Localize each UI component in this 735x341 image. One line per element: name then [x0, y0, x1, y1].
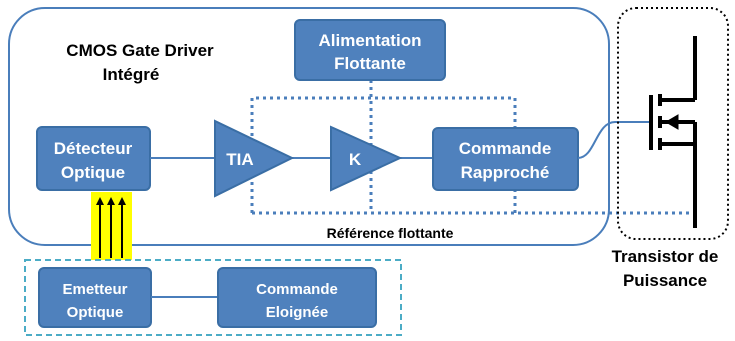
- commande-eloignee-label-2: Eloignée: [266, 304, 329, 321]
- commande-rapprochee-label-1: Commande: [459, 139, 552, 158]
- commande-rapprochee-label-2: Rapproché: [461, 163, 550, 182]
- remote-control-zone: [24, 259, 402, 336]
- transistor-box: [617, 7, 729, 240]
- commande-to-gate-line: [577, 121, 650, 159]
- transistor-label-1: Transistor de: [612, 247, 719, 266]
- alimentation-flottante-block: Alimentation Flottante: [294, 19, 446, 81]
- reference-flottante-label: Référence flottante: [327, 225, 454, 241]
- gate-driver-subtitle: Intégré: [103, 65, 160, 84]
- tia-label: TIA: [226, 150, 253, 169]
- commande-eloignee-label-1: Commande: [256, 281, 338, 298]
- emetteur-label-2: Optique: [67, 304, 124, 321]
- k-label: K: [349, 150, 362, 169]
- upward-arrows-icon: [91, 192, 132, 260]
- k-amplifier: K: [330, 125, 403, 192]
- tia-amplifier: TIA: [214, 119, 295, 198]
- commande-rapprochee-block: Commande Rapproché: [432, 127, 579, 191]
- alimentation-label-1: Alimentation: [319, 31, 422, 50]
- gate-driver-title: CMOS Gate Driver: [66, 41, 214, 60]
- detecteur-label-1: Détecteur: [54, 139, 133, 158]
- emetteur-optique-block: Emetteur Optique: [38, 267, 152, 328]
- detecteur-label-2: Optique: [61, 163, 125, 182]
- detecteur-optique-block: Détecteur Optique: [36, 126, 151, 191]
- gate-driver-container: [8, 7, 610, 246]
- transistor-label-2: Puissance: [623, 271, 707, 290]
- alimentation-label-2: Flottante: [334, 54, 406, 73]
- mosfet-symbol-icon: [649, 36, 697, 228]
- emetteur-label-1: Emetteur: [62, 281, 127, 298]
- commande-eloignee-block: Commande Eloignée: [217, 267, 377, 328]
